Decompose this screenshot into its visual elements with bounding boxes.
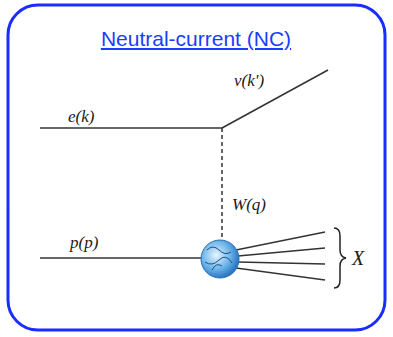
boson-label: W(q) <box>232 196 266 213</box>
neutrino-line <box>222 70 328 128</box>
interaction-blob <box>201 240 239 278</box>
particle-label: ν(k') <box>234 72 264 89</box>
hadron-line <box>238 248 325 256</box>
particle-label: p(p) <box>70 234 98 251</box>
blob-texture <box>205 247 232 270</box>
electron-line <box>40 127 222 129</box>
boson-line <box>221 128 223 240</box>
final-state-label: X <box>352 248 364 268</box>
particle-label: e(k) <box>68 108 94 125</box>
bracket <box>334 228 346 288</box>
diagram-title: Neutral-current (NC) <box>101 28 291 49</box>
frame <box>8 5 385 330</box>
hadron-line <box>236 232 325 250</box>
hadron-line <box>238 262 325 264</box>
proton-line <box>40 257 202 259</box>
hadron-line <box>236 268 325 280</box>
